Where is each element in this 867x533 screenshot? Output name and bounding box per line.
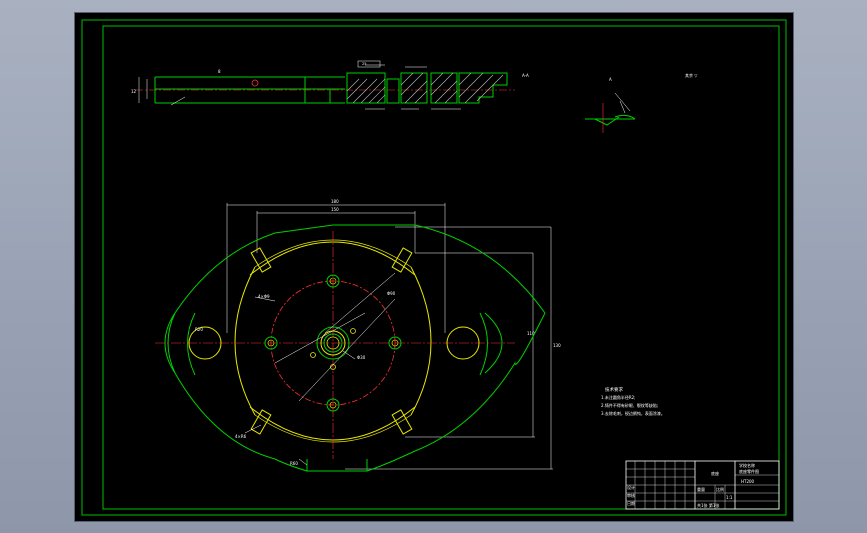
dim-center-bore: Φ30 — [357, 355, 366, 360]
tb-checker-label: 审核 — [627, 492, 635, 498]
section-label: A-A — [522, 73, 529, 78]
detail-view-label: A — [609, 77, 612, 82]
dim-height-outer: 130 — [553, 343, 561, 348]
dim-pcd: Φ90 — [387, 291, 396, 296]
roughness-note: 其余 ▽ — [685, 72, 698, 78]
tb-scale: 1:1 — [726, 495, 733, 500]
dim-height-inner: 110 — [527, 331, 535, 336]
tb-school: 学校名称 — [739, 462, 755, 468]
inner-frame — [102, 25, 780, 510]
tb-sheet: 共1张 第1张 — [697, 502, 719, 508]
title-block: 底座 学校名称 底座零件图 HT200 设计 审核 日期 重量 比例 1:1 共… — [625, 460, 780, 510]
dim-slot: 4×R6 — [235, 434, 247, 439]
dim-r-big: R60 — [290, 461, 298, 466]
cad-viewport[interactable]: 8 12 25 A-A A 其余 ▽ 180 150 130 110 — [74, 12, 794, 522]
dim-top-h: 12 — [131, 89, 137, 94]
tech-note-2: 2.铸件不得有砂眼、裂纹等缺陷; — [601, 402, 658, 408]
section-view: 8 12 25 A-A — [131, 60, 529, 110]
tech-note-3: 3.去除毛刺，锐边倒钝，表面涂漆。 — [601, 410, 665, 416]
technical-notes: 技术要求 1.未注圆角半径R2; 2.铸件不得有砂眼、裂纹等缺陷; 3.去除毛刺… — [601, 386, 665, 416]
tb-designer-label: 设计 — [627, 484, 635, 490]
tech-notes-heading: 技术要求 — [605, 386, 623, 393]
tb-weight-label: 重量 — [697, 486, 705, 492]
tb-part-name: 底座 — [711, 470, 719, 476]
detail-view: A 其余 ▽ — [585, 72, 698, 133]
tb-drawing-title: 底座零件图 — [739, 468, 759, 474]
tb-material: HT200 — [741, 479, 755, 484]
tb-scale-label: 比例 — [716, 486, 724, 492]
dim-r-end: R20 — [195, 327, 203, 332]
outer-frame — [81, 19, 787, 516]
dim-inner-width: 150 — [331, 207, 339, 212]
tb-date-label: 日期 — [627, 500, 635, 506]
dim-thick: 8 — [218, 69, 221, 74]
plan-view: 180 150 130 110 — [155, 199, 561, 472]
dim-hole-dia: 4×Φ9 — [258, 294, 270, 299]
dim-overall-width: 180 — [331, 199, 339, 204]
cad-drawing: 8 12 25 A-A A 其余 ▽ 180 150 130 110 — [81, 19, 787, 516]
dim-top-w: 25 — [362, 62, 366, 66]
tech-note-1: 1.未注圆角半径R2; — [601, 394, 636, 400]
